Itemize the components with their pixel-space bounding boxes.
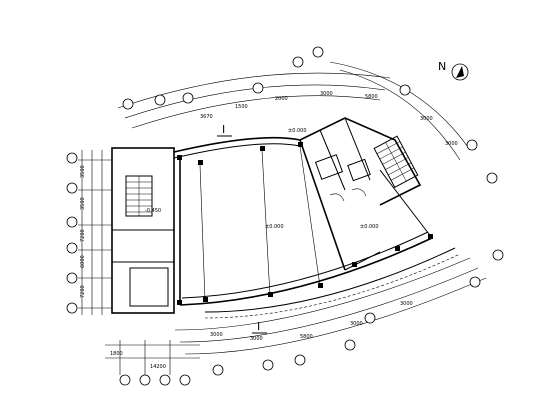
svg-text:5800: 5800 [300,334,313,340]
svg-text:1800: 1800 [110,351,123,357]
svg-text:6000: 6000 [80,255,86,268]
upper-right-block [299,117,422,206]
bottom-axis-bubbles [119,354,306,386]
svg-text:±0.000: ±0.000 [265,224,284,230]
svg-text:7200: 7200 [80,285,86,298]
svg-text:3670: 3670 [200,114,213,120]
main-hall-walls [173,136,433,306]
section-mark-bottom: I [257,320,260,333]
top-axis-bubbles [122,46,411,110]
svg-text:3500: 3500 [80,197,86,210]
north-arrow: N [438,60,469,81]
structural-columns [177,142,433,305]
left-axis-bubbles [66,152,78,314]
svg-text:1500: 1500 [235,104,248,110]
svg-text:14200: 14200 [150,364,166,370]
section-mark-top: I [222,123,225,136]
svg-text:3000: 3000 [445,141,458,147]
svg-text:7200: 7200 [80,229,86,242]
svg-text:±0.000: ±0.000 [360,224,379,230]
north-label: N [438,60,446,73]
left-core-block [111,147,175,314]
svg-text:3000: 3000 [420,116,433,122]
bottom-dimension-arcs [174,257,487,355]
svg-text:2000: 2000 [275,96,288,102]
lower-terrace-band [204,247,461,319]
svg-text:3000: 3000 [400,301,413,307]
svg-text:3500: 3500 [80,165,86,178]
left-dimension-lines [78,150,112,315]
svg-text:-0.450: -0.450 [145,208,161,214]
top-dimension-arcs [117,61,471,161]
annotation-texts: ±0.000 -0.450 ±0.000 ±0.000 3670 1500 20… [80,91,458,370]
svg-text:3000: 3000 [320,91,333,97]
bottom-dimension-lines [105,340,200,375]
svg-text:±0.000: ±0.000 [288,128,307,134]
right-axis-bubbles [344,139,504,351]
svg-text:3000: 3000 [250,336,263,342]
svg-text:3000: 3000 [210,332,223,338]
svg-text:3000: 3000 [350,321,363,327]
section-marks: I I [217,123,267,334]
svg-text:5800: 5800 [365,94,378,100]
